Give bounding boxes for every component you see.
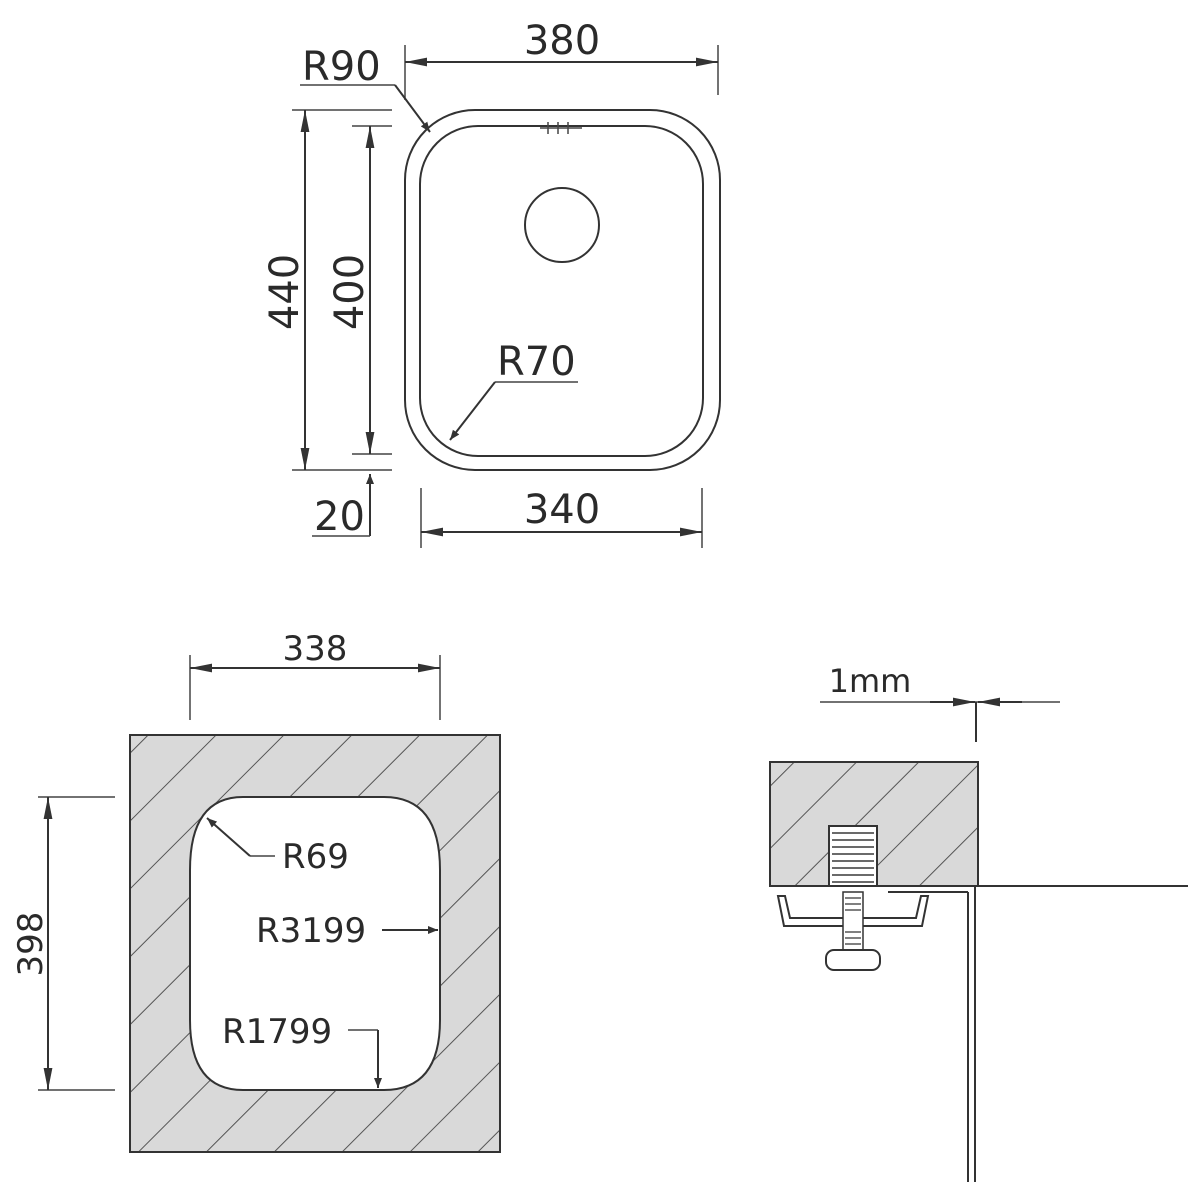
dim-gap: 1mm: [820, 662, 1060, 742]
cutout-view: 338 398 R69 R3199 R1799: [11, 629, 501, 1153]
top-view: 380 R90 440 400 20: [262, 18, 721, 548]
dim-cutout-height: 398: [11, 796, 115, 1091]
label-inner-radius: R70: [497, 339, 576, 385]
label-inner-width: 340: [524, 487, 600, 533]
label-cutout-bottom: R1799: [222, 1012, 332, 1052]
dim-outer-width: 380: [404, 18, 719, 100]
dim-outer-height: 440: [262, 109, 392, 471]
dim-cutout-side: R3199: [256, 911, 438, 951]
sink-rim: [888, 885, 1188, 1182]
drain-hole: [524, 187, 600, 263]
overflow-mark: [540, 122, 582, 134]
clamp-bracket: [776, 895, 930, 927]
label-outer-height: 440: [262, 254, 308, 330]
threaded-insert: [828, 825, 878, 887]
dim-inner-radius: R70: [449, 339, 578, 441]
dim-rim-offset: 20: [312, 474, 374, 540]
dim-cutout-width: 338: [189, 629, 441, 720]
dim-cutout-bottom: R1799: [222, 1012, 382, 1088]
sink-outer-outline: [404, 109, 721, 471]
sink-inner-outline: [419, 125, 704, 457]
clamp-screw: [825, 891, 881, 971]
label-cutout-corner: R69: [282, 837, 349, 877]
label-inner-height: 400: [327, 254, 373, 330]
label-outer-radius: R90: [302, 44, 381, 90]
dim-outer-radius: R90: [300, 44, 431, 133]
countertop-hatched-area: [129, 734, 501, 1153]
section-view: 1mm: [769, 662, 1188, 1182]
label-rim-offset: 20: [314, 494, 365, 540]
label-outer-width: 380: [524, 18, 600, 64]
label-cutout-height: 398: [11, 912, 51, 977]
dim-cutout-corner: R69: [206, 817, 349, 877]
label-gap: 1mm: [829, 662, 912, 700]
label-cutout-side: R3199: [256, 911, 366, 951]
dim-inner-height: 400: [327, 125, 392, 455]
label-cutout-width: 338: [283, 629, 348, 669]
dim-inner-width: 340: [420, 487, 703, 548]
